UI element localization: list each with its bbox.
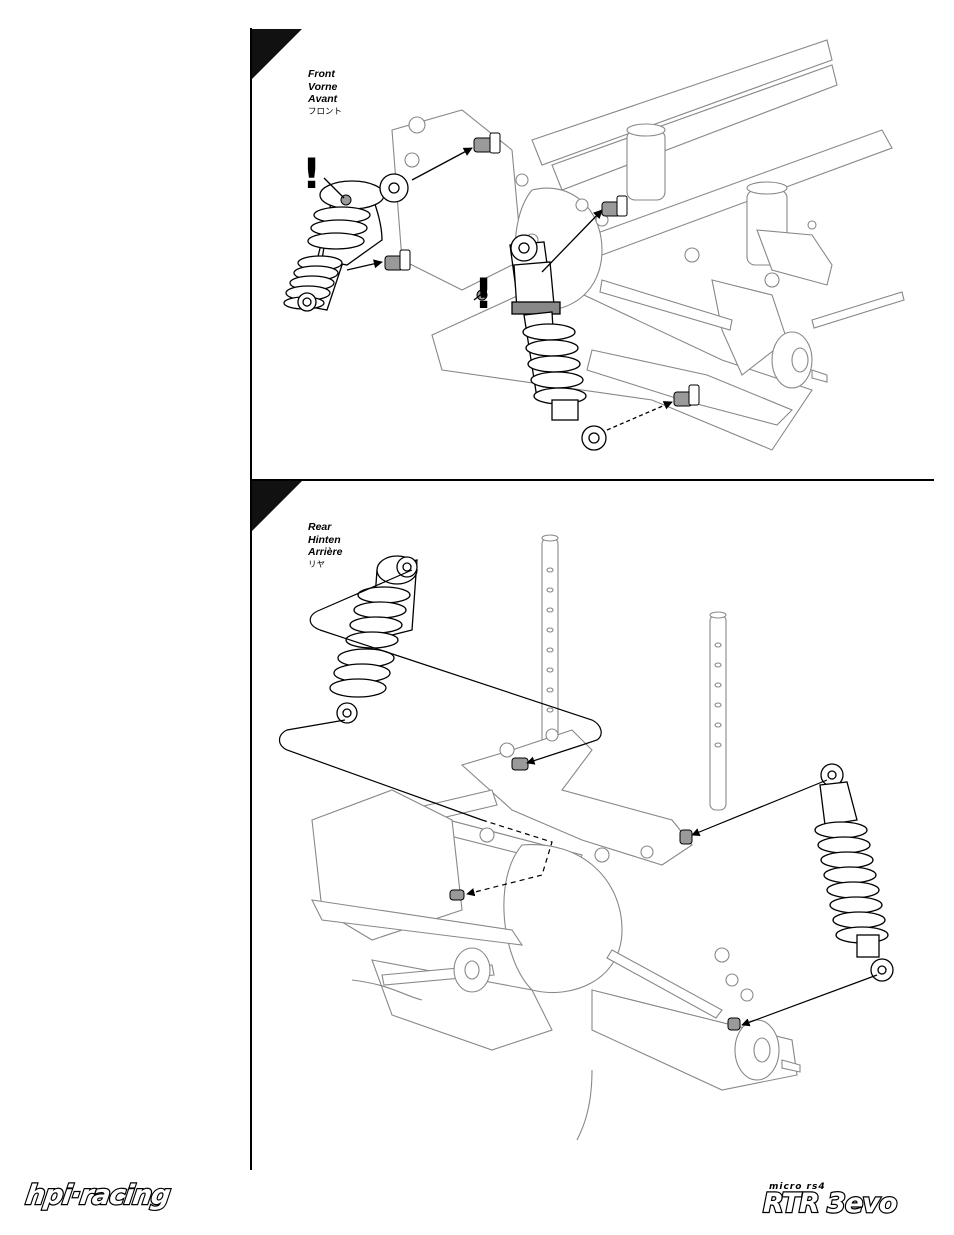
label-rear-de: Hinten	[308, 533, 341, 546]
logo-rtr3evo: RTR 3evo	[762, 1187, 899, 1220]
hpi-racing-logo: hpi·racing	[23, 1179, 173, 1212]
label-rear-en: Rear	[308, 521, 332, 533]
step-divider	[250, 479, 934, 481]
rear-arrows	[278, 569, 878, 1027]
front-mounting-nuts	[340, 132, 700, 407]
rear-left-shock	[329, 555, 418, 724]
step-2-labels: Rear Hinten Arrière リヤ	[308, 521, 342, 569]
front-left-shock	[283, 173, 409, 312]
rear-right-shock	[814, 763, 894, 982]
label-front-jp: フロント	[308, 105, 343, 116]
label-front-fr: Avant	[308, 93, 338, 105]
warning-mark-1: !	[302, 149, 321, 198]
label-front-en: Front	[308, 68, 335, 80]
step-2-corner-marker	[252, 481, 302, 531]
margin-rule-vertical	[250, 28, 252, 1170]
label-front-de: Vorne	[308, 80, 338, 93]
rear-mounting-nuts	[449, 757, 741, 1031]
front-arrows	[323, 147, 673, 431]
step-1-corner-marker	[252, 29, 302, 79]
assembly-illustration: ! !	[278, 39, 905, 1141]
step-1-labels: Front Vorne Avant フロント	[308, 68, 342, 116]
front-right-shock	[509, 234, 607, 451]
front-chassis-drawing	[391, 39, 905, 451]
label-rear-fr: Arrière	[308, 546, 343, 558]
micro-rs4-rtr3evo-logo: micro rs4 RTR 3evo	[762, 1182, 928, 1222]
logo-micro-rs4: micro rs4	[769, 1182, 826, 1192]
warning-mark-2: !	[474, 269, 493, 318]
label-rear-jp: リヤ	[308, 558, 326, 569]
